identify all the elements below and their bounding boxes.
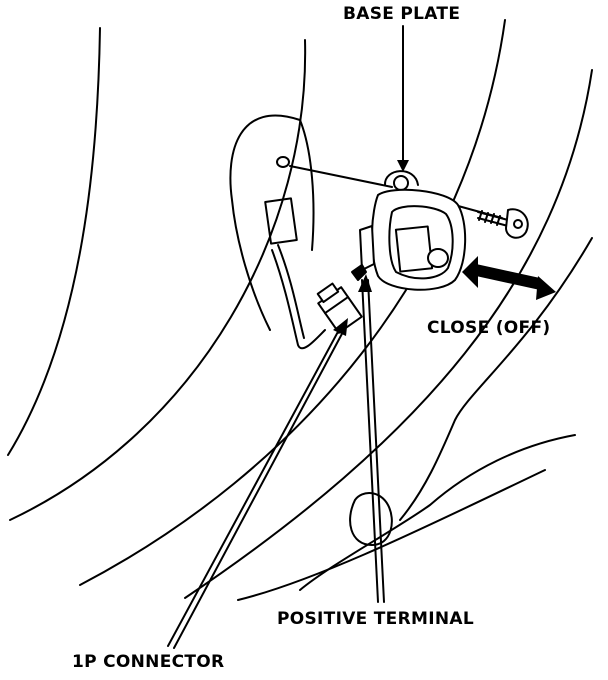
recess-outline [229,114,301,331]
connector-leader-b [173,329,345,649]
arrow-shaft [476,264,540,290]
connector-leader-a [167,327,341,647]
actuator-inner [388,205,454,280]
mounting-screw [477,208,529,239]
base-plate-tab [383,170,419,186]
panel-line-7 [299,434,576,591]
oval-recess [349,492,393,546]
arrow-left-head [462,256,478,288]
plunger [427,248,449,268]
lid-actuator [351,170,467,291]
screw-thread [478,210,501,226]
positive-terminal-leader-b [367,279,385,603]
positive-terminal-tab [351,264,367,281]
positive-terminal-arrowhead [358,274,372,292]
mount-hole [276,156,290,168]
panel-line-1 [7,27,101,456]
wire-harness-2 [277,244,305,339]
panel-line-6 [237,469,546,601]
actuator-housing [370,188,467,291]
direction-arrow [462,256,556,300]
lid-recess [229,114,363,350]
connector-body [316,282,363,334]
callout-leaders [167,25,409,649]
arrow-right-head [536,276,556,300]
base-plate-label: BASE PLATE [343,4,461,24]
lower-panel-detail [349,492,393,546]
wire-harness [271,249,326,350]
wire-grommet [264,197,298,245]
panel-line-2 [9,39,307,521]
bracket [359,225,375,271]
recess-inner [299,119,315,251]
base-plate-arrowhead [397,160,409,172]
actuator-window [394,225,434,273]
panel-line-3 [79,19,506,586]
1p-connector-label: 1P CONNECTOR [72,652,225,672]
base-plate-hole [393,175,409,191]
connector-arrowhead [333,318,348,336]
positive-terminal-leader-a [361,279,379,603]
close-off-label: CLOSE (OFF) [427,318,551,338]
positive-terminal-label: POSITIVE TERMINAL [277,609,474,629]
panel-line-4 [184,69,593,599]
body-panel-lines [7,19,593,601]
screw-head [505,208,529,239]
hole-leader [289,165,393,188]
screw-head-center [513,219,523,229]
panel-line-5 [399,237,593,521]
